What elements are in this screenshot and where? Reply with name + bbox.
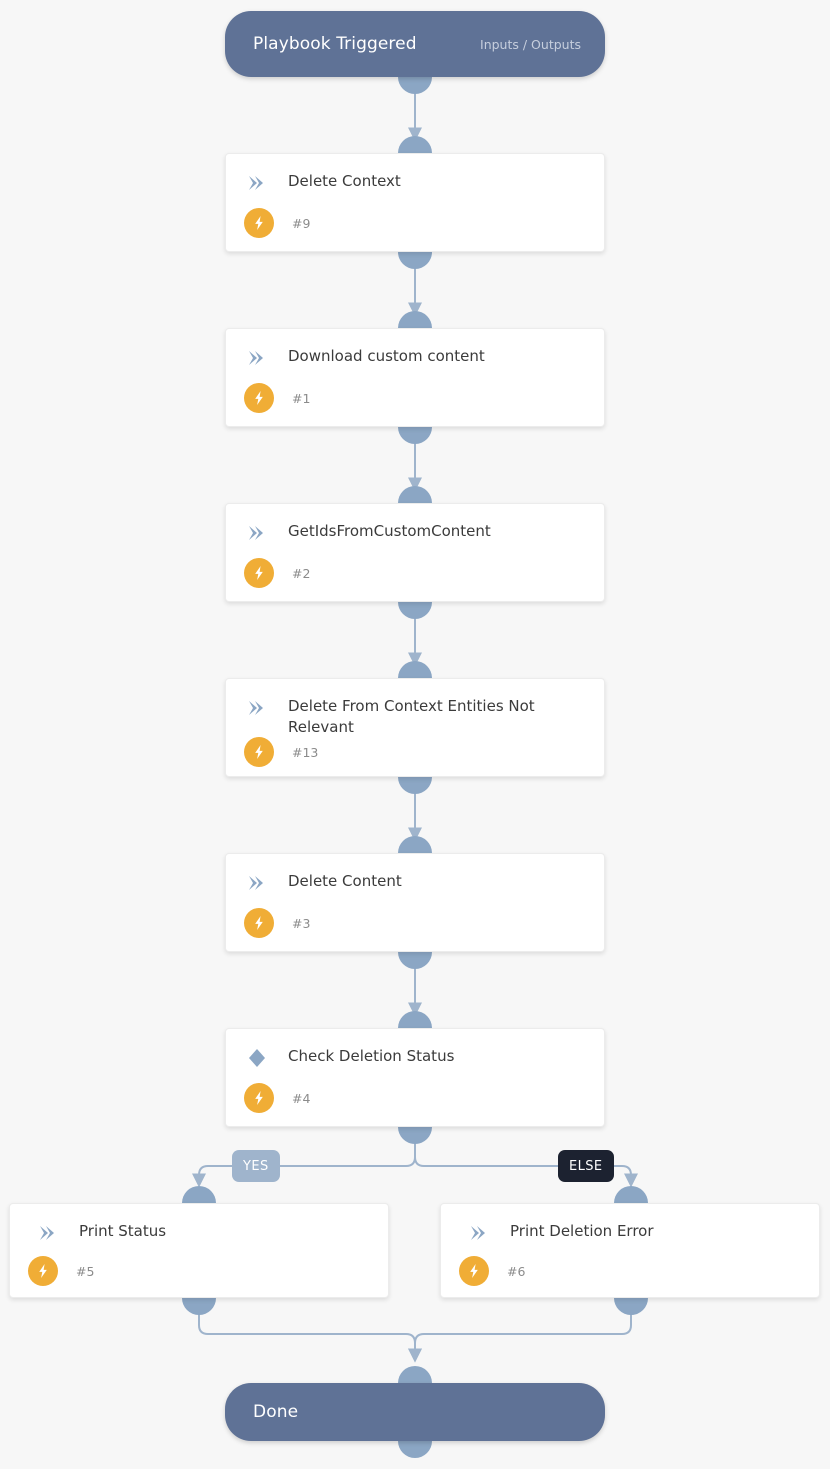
- task-title: Delete Content: [288, 872, 402, 890]
- task-number: #5: [76, 1263, 95, 1279]
- task-number: #2: [292, 565, 311, 581]
- node-done[interactable]: Done: [225, 1383, 605, 1441]
- task-number: #1: [292, 390, 311, 406]
- lightning-bolt-icon: [244, 558, 274, 588]
- chevron-right-icon: [466, 1222, 492, 1244]
- task-title: Print Status: [79, 1222, 167, 1240]
- card-footer: #1: [244, 383, 310, 413]
- card-footer: #4: [244, 1083, 310, 1113]
- task-title: Check Deletion Status: [288, 1047, 455, 1065]
- lightning-bolt-icon: [244, 1083, 274, 1113]
- task-title: Delete From Context Entities Not Relevan…: [288, 697, 535, 737]
- task-title: Delete Context: [288, 172, 401, 190]
- task-number: #3: [292, 915, 311, 931]
- card-footer: #3: [244, 908, 310, 938]
- card-header: Print Status: [10, 1204, 388, 1244]
- task-number: #4: [292, 1090, 311, 1106]
- task-card-delete-content[interactable]: Delete Content #3: [225, 853, 605, 952]
- task-card-getidsfromcustomcontent[interactable]: GetIdsFromCustomContent #2: [225, 503, 605, 602]
- chevron-right-icon: [244, 697, 270, 719]
- card-footer: #6: [459, 1256, 525, 1286]
- node-title: Playbook Triggered: [253, 34, 417, 54]
- chevron-right-icon: [244, 172, 270, 194]
- card-footer: #9: [244, 208, 310, 238]
- card-footer: #2: [244, 558, 310, 588]
- card-header: Download custom content: [226, 329, 604, 369]
- lightning-bolt-icon: [244, 737, 274, 767]
- lightning-bolt-icon: [28, 1256, 58, 1286]
- inputs-outputs-label[interactable]: Inputs / Outputs: [480, 36, 581, 52]
- node-playbook-triggered[interactable]: Playbook Triggered Inputs / Outputs: [225, 11, 605, 77]
- lightning-bolt-icon: [244, 208, 274, 238]
- chevron-right-icon: [244, 522, 270, 544]
- node-title: Done: [253, 1402, 299, 1422]
- task-title: Download custom content: [288, 347, 485, 365]
- task-number: #9: [292, 215, 311, 231]
- lightning-bolt-icon: [459, 1256, 489, 1286]
- branch-badge-else[interactable]: ELSE: [558, 1150, 614, 1182]
- task-number: #13: [292, 744, 319, 760]
- chevron-right-icon: [35, 1222, 61, 1244]
- card-header: Check Deletion Status: [226, 1029, 604, 1069]
- task-card-check-deletion-status[interactable]: Check Deletion Status #4: [225, 1028, 605, 1127]
- card-header: GetIdsFromCustomContent: [226, 504, 604, 544]
- branch-badge-label: YES: [243, 1158, 269, 1174]
- diamond-icon: [244, 1047, 270, 1069]
- task-title: Print Deletion Error: [510, 1222, 654, 1240]
- card-header: Delete Context: [226, 154, 604, 194]
- task-number: #6: [507, 1263, 526, 1279]
- branch-badge-label: ELSE: [569, 1158, 603, 1174]
- card-footer: #5: [28, 1256, 94, 1286]
- task-card-print-status[interactable]: Print Status #5: [9, 1203, 389, 1298]
- task-card-download-custom-content[interactable]: Download custom content #1: [225, 328, 605, 427]
- card-header: Print Deletion Error: [441, 1204, 819, 1244]
- task-card-print-deletion-error[interactable]: Print Deletion Error #6: [440, 1203, 820, 1298]
- card-header: Delete From Context Entities Not Relevan…: [226, 679, 604, 739]
- task-card-delete-context[interactable]: Delete Context #9: [225, 153, 605, 252]
- card-header: Delete Content: [226, 854, 604, 894]
- task-title: GetIdsFromCustomContent: [288, 522, 491, 540]
- chevron-right-icon: [244, 872, 270, 894]
- chevron-right-icon: [244, 347, 270, 369]
- task-card-delete-from-context-entities-not-relevant[interactable]: Delete From Context Entities Not Relevan…: [225, 678, 605, 777]
- card-footer: #13: [244, 737, 318, 767]
- lightning-bolt-icon: [244, 383, 274, 413]
- lightning-bolt-icon: [244, 908, 274, 938]
- branch-badge-yes[interactable]: YES: [232, 1150, 280, 1182]
